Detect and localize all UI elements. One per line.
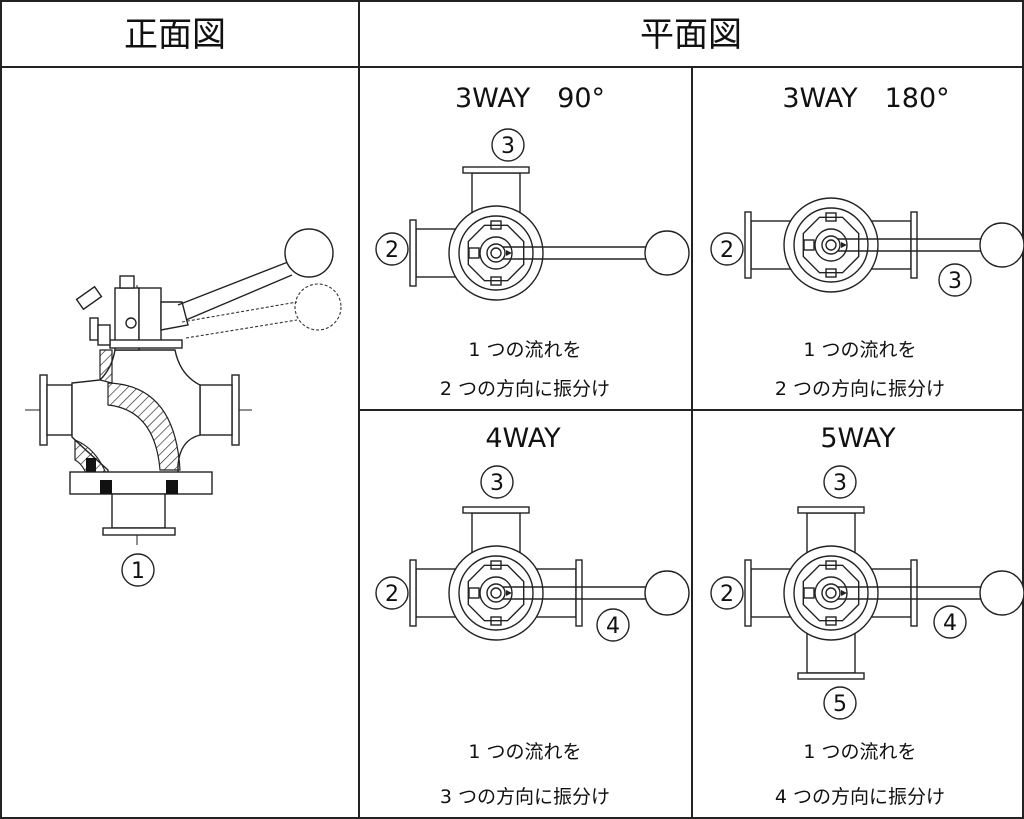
panel-caption-line1: 1 つの流れを xyxy=(468,741,581,763)
port-bottom xyxy=(797,632,865,680)
port-flange xyxy=(744,559,752,627)
panel-caption-line1: 1 つの流れを xyxy=(803,339,916,361)
lug-top xyxy=(825,560,837,570)
octagon-nut xyxy=(467,564,525,622)
port-flange xyxy=(797,506,865,514)
octagon-nut xyxy=(467,224,525,282)
panel-caption-line2: 2 つの方向に振分け xyxy=(775,378,945,400)
port-flange xyxy=(462,506,530,514)
lug-left xyxy=(468,247,480,259)
lug-top xyxy=(490,220,502,230)
handle-ball xyxy=(644,230,690,276)
arrow-icon xyxy=(506,250,512,256)
port-label-circle xyxy=(375,232,409,266)
port-label-top: 3 xyxy=(501,134,515,159)
port-flange xyxy=(910,211,918,279)
port-label-right: 4 xyxy=(943,611,957,636)
handle-ball xyxy=(644,570,690,616)
port-flange xyxy=(575,559,583,627)
panel-caption-line1: 1 つの流れを xyxy=(803,741,916,763)
valve-plan-drawing xyxy=(375,465,690,642)
lug-top xyxy=(825,212,837,222)
port-label-circle xyxy=(596,608,630,642)
port-flange xyxy=(409,559,417,627)
port-label-circle xyxy=(491,128,525,162)
port-label-circle xyxy=(710,576,744,610)
port-flange xyxy=(797,672,865,680)
port-label-left: 2 xyxy=(720,238,734,263)
port-label-right: 4 xyxy=(606,614,620,639)
valve-bonnet xyxy=(793,207,869,283)
port-label-circle xyxy=(710,232,744,266)
port-flange xyxy=(744,211,752,279)
stem xyxy=(490,247,502,259)
port-top xyxy=(797,506,865,554)
panel-caption-line2: 4 つの方向に振分け xyxy=(775,786,945,808)
port-label-top: 3 xyxy=(833,471,847,496)
port-label-bottom: 5 xyxy=(833,692,847,717)
stem-nut xyxy=(486,583,506,603)
port-label-circle xyxy=(823,465,857,499)
port-label-circle xyxy=(938,263,972,297)
lug-left xyxy=(803,239,815,251)
lug-top xyxy=(490,560,502,570)
lug-bottom xyxy=(490,616,502,626)
port-label-1: 1 xyxy=(131,559,145,584)
handle-ball xyxy=(979,570,1024,616)
port-flange xyxy=(462,166,530,174)
panel-title: 5WAY xyxy=(820,423,896,454)
port-label-left: 2 xyxy=(385,582,399,607)
panel-title: 4WAY xyxy=(485,423,561,454)
port-label-top: 3 xyxy=(490,471,504,496)
port-top xyxy=(462,506,530,554)
front-view-header: 正面図 xyxy=(124,15,226,55)
valve-plan-drawing xyxy=(375,128,690,301)
lug-bottom xyxy=(825,616,837,626)
arrow-icon xyxy=(841,242,847,248)
valve-plan-drawing xyxy=(710,197,1024,297)
lug-bottom xyxy=(490,276,502,286)
stem xyxy=(825,239,837,251)
octagon-nut xyxy=(802,564,860,622)
panel-caption-line1: 1 つの流れを xyxy=(468,339,581,361)
port-label-circle xyxy=(480,465,514,499)
lug-left xyxy=(803,587,815,599)
stem xyxy=(825,587,837,599)
port-label-circle xyxy=(823,686,857,720)
arrow-icon xyxy=(506,590,512,596)
plan-panel-4way: 4WAY 1 つの流れを 3 つの方向に振分け 3 2 4 xyxy=(375,423,690,808)
port-flange xyxy=(910,559,918,627)
port-label-circle xyxy=(375,576,409,610)
plan-view-header: 平面図 xyxy=(640,15,742,55)
panel-title: 3WAY 180° xyxy=(782,83,949,114)
stem-nut xyxy=(821,583,841,603)
octagon-nut xyxy=(802,216,860,274)
panel-caption-line2: 2 つの方向に振分け xyxy=(440,378,610,400)
stem-nut xyxy=(486,243,506,263)
stem-nut xyxy=(821,235,841,255)
arrow-icon xyxy=(841,590,847,596)
handle-ball xyxy=(979,222,1024,268)
port-label-left: 2 xyxy=(385,238,399,263)
panel-caption-line2: 3 つの方向に振分け xyxy=(440,786,610,808)
port-top xyxy=(462,166,530,214)
port-label-circle xyxy=(933,605,967,639)
port-label-left: 2 xyxy=(720,582,734,607)
valve-plan-drawing xyxy=(710,465,1024,720)
valve-bonnet xyxy=(458,215,534,291)
port-flange xyxy=(409,219,417,287)
stem xyxy=(490,587,502,599)
port-label-right: 3 xyxy=(948,269,962,294)
plan-panel-5way: 5WAY 1 つの流れを 4 つの方向に振分け 3 2 4 5 xyxy=(710,423,1024,808)
valve-bonnet xyxy=(793,555,869,631)
plan-panel-3way-180: 3WAY 180° 1 つの流れを 2 つの方向に振分け 2 3 xyxy=(710,83,1024,400)
panel-title: 3WAY 90° xyxy=(455,83,605,114)
lug-left xyxy=(468,587,480,599)
plan-panel-3way-90: 3WAY 90° 1 つの流れを 2 つの方向に振分け 3 2 xyxy=(375,83,690,400)
lug-bottom xyxy=(825,268,837,278)
front-view-drawing: 1 xyxy=(25,228,342,587)
valve-bonnet xyxy=(458,555,534,631)
